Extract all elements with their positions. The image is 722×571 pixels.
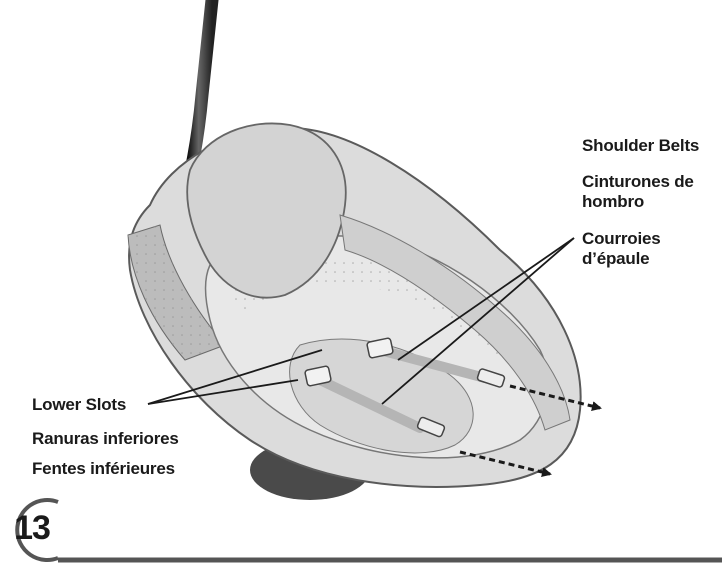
shoulder-belts-label-es: Cinturones de hombro bbox=[582, 172, 712, 212]
step-number: 13 bbox=[0, 508, 64, 548]
lower-slots-label-fr: Fentes inférieures bbox=[32, 459, 175, 479]
shoulder-belts-label-en: Shoulder Belts bbox=[582, 136, 699, 156]
shoulder-belts-label-fr: Courroies d’épaule bbox=[582, 229, 712, 269]
lower-slots-label-es: Ranuras inferiores bbox=[32, 429, 179, 449]
lower-slots-label-en: Lower Slots bbox=[32, 395, 126, 415]
